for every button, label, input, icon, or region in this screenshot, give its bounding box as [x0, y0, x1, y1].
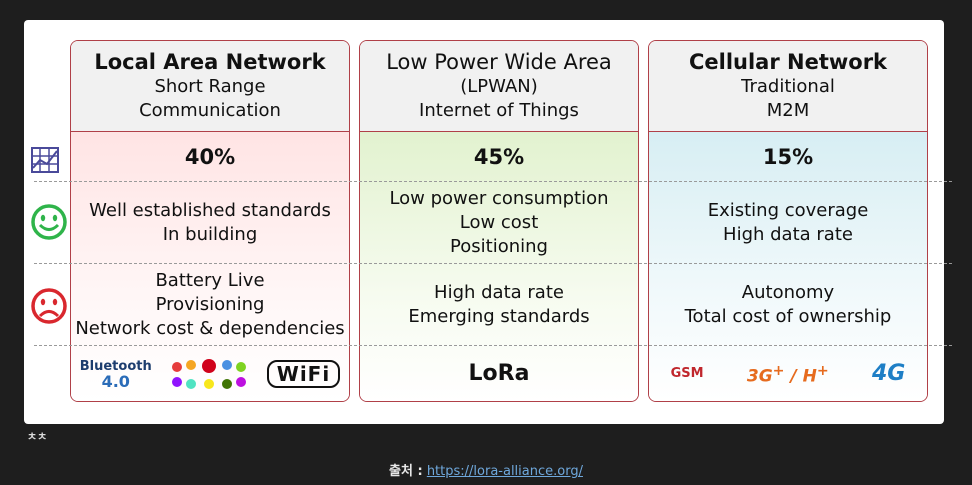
percent-value: 45% — [473, 145, 525, 169]
zigbee-logo — [172, 358, 247, 389]
cons-list: Battery Live Provisioning Network cost &… — [71, 264, 349, 346]
source-credit: 출처 : https://lora-alliance.org/ — [0, 460, 972, 479]
con-item: Total cost of ownership — [684, 306, 892, 327]
pro-item: Low power consumption — [389, 188, 609, 209]
column-title: Low Power Wide Area — [386, 50, 612, 74]
pro-item: Existing coverage — [707, 200, 869, 221]
pro-item: Low cost — [459, 212, 539, 233]
column-subtitle: M2M — [766, 100, 810, 121]
logo-row: LoRa — [360, 346, 638, 401]
row-divider — [34, 263, 952, 264]
4g-logo: 4G — [871, 360, 906, 386]
row-divider — [34, 181, 952, 182]
wifi-logo: WiFi — [266, 359, 341, 388]
pro-item: Well established standards — [89, 200, 331, 221]
con-item: Emerging standards — [408, 306, 590, 327]
logo-row: GSM 3G+ / H+ 4G — [649, 346, 927, 401]
percent-value: 15% — [762, 145, 814, 169]
column-subtitle: (LPWAN) — [460, 76, 538, 97]
cons-list: Autonomy Total cost of ownership — [649, 264, 927, 346]
column-subtitle: Short Range — [154, 76, 266, 97]
logo-row: Bluetooth 4.0 WiFi — [71, 346, 349, 401]
column-header: Low Power Wide Area (LPWAN) Internet of … — [360, 41, 638, 132]
source-link[interactable]: https://lora-alliance.org/ — [426, 464, 583, 479]
lora-logo: LoRa — [468, 360, 530, 386]
column-subtitle: Internet of Things — [419, 100, 579, 121]
con-item: Battery Live — [155, 270, 265, 291]
sad-face-icon — [31, 288, 67, 324]
column-body: 15% Existing coverage High data rate Aut… — [649, 132, 927, 401]
column-subtitle: Communication — [139, 100, 281, 121]
cons-list: High data rate Emerging standards — [360, 264, 638, 346]
pro-item: High data rate — [723, 224, 853, 245]
bluetooth-logo: Bluetooth 4.0 — [79, 358, 152, 391]
pros-list: Low power consumption Low cost Positioni… — [360, 182, 638, 264]
column-header: Local Area Network Short Range Communica… — [71, 41, 349, 132]
percent-value: 40% — [184, 145, 236, 169]
pros-list: Existing coverage High data rate — [649, 182, 927, 264]
column-lpwan: Low Power Wide Area (LPWAN) Internet of … — [359, 40, 639, 402]
column-title: Local Area Network — [94, 50, 326, 74]
bar-chart-icon — [31, 147, 59, 173]
column-body: 45% Low power consumption Low cost Posit… — [360, 132, 638, 401]
smiley-face-icon — [31, 204, 67, 240]
comparison-card: Local Area Network Short Range Communica… — [24, 20, 952, 424]
row-divider — [34, 345, 952, 346]
column-cellular-network: Cellular Network Traditional M2M 15% Exi… — [648, 40, 928, 402]
con-item: High data rate — [434, 282, 564, 303]
3g-hplus-logo: 3G+ / H+ — [746, 362, 829, 387]
pros-list: Well established standards In building — [71, 182, 349, 264]
column-title: Cellular Network — [688, 50, 888, 74]
con-item: Network cost & dependencies — [75, 318, 345, 339]
gsm-logo: GSM — [670, 365, 704, 381]
con-item: Autonomy — [741, 282, 835, 303]
con-item: Provisioning — [155, 294, 265, 315]
image-caption: ㅊㅊ — [27, 430, 48, 443]
pro-item: In building — [162, 224, 258, 245]
column-body: 40% Well established standards In buildi… — [71, 132, 349, 401]
column-local-area-network: Local Area Network Short Range Communica… — [70, 40, 350, 402]
source-label: 출처 : — [389, 464, 423, 479]
pro-item: Positioning — [450, 236, 548, 257]
column-header: Cellular Network Traditional M2M — [649, 41, 927, 132]
column-subtitle: Traditional — [741, 76, 835, 97]
